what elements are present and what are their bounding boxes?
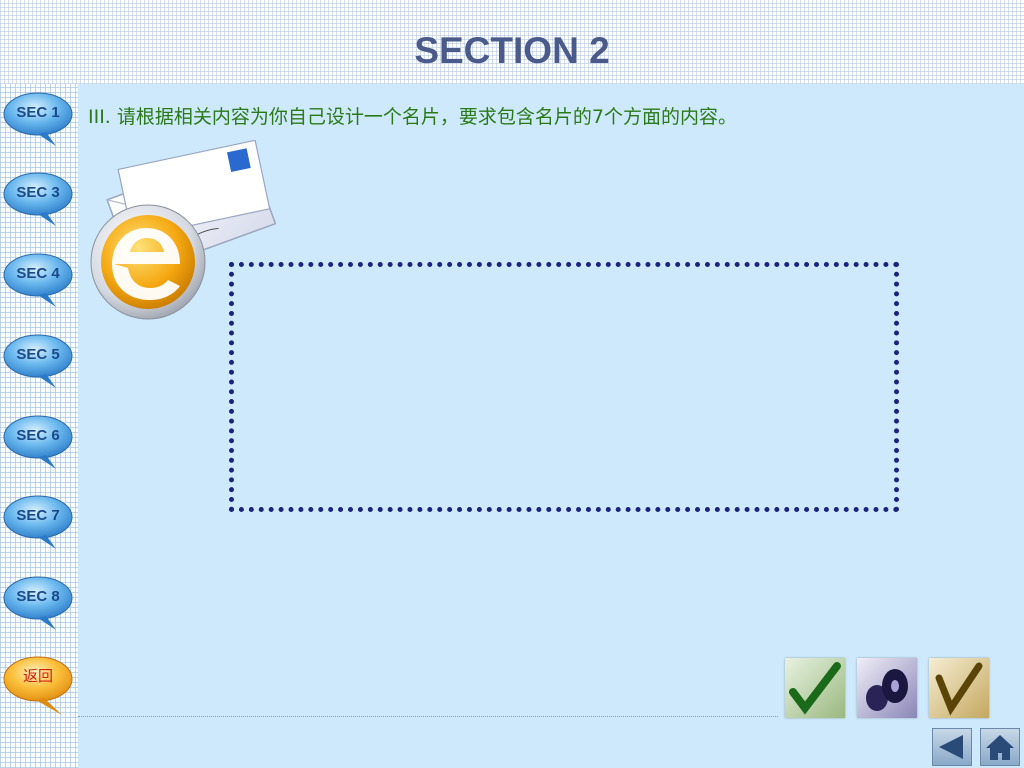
home-icon [986, 735, 1014, 760]
speech-bubble-icon [3, 172, 73, 226]
prev-button[interactable] [932, 728, 972, 766]
divider [78, 716, 778, 717]
business-card-area [229, 262, 899, 512]
home-button[interactable] [980, 728, 1020, 766]
purple-disc-icon[interactable] [857, 658, 917, 718]
triangle-left-icon [939, 735, 963, 759]
nav-sec-6-button[interactable]: SEC 6 [2, 413, 74, 475]
nav-sec-7-label: SEC 7 [16, 507, 60, 524]
speech-bubble-icon [3, 334, 73, 388]
nav-sec-4-button[interactable]: SEC 4 [2, 251, 74, 313]
speech-bubble-icon [3, 415, 73, 469]
nav-sec-8-label: SEC 8 [16, 588, 60, 605]
nav-sec-8-button[interactable]: SEC 8 [2, 574, 74, 636]
speech-bubble-icon [3, 495, 73, 549]
nav-sec-1-label: SEC 1 [16, 104, 60, 121]
nav-sec-5-label: SEC 5 [16, 346, 60, 363]
page-title: SECTION 2 [414, 30, 610, 71]
speech-bubble-icon [3, 253, 73, 307]
nav-sec-3-label: SEC 3 [16, 184, 60, 201]
back-button[interactable]: 返回 [2, 655, 74, 717]
speech-bubble-icon [3, 92, 73, 146]
nav-sec-1-button[interactable]: SEC 1 [2, 90, 74, 152]
green-check-icon[interactable] [785, 658, 845, 718]
envelope-e-icon [86, 139, 277, 334]
nav-sec-6-label: SEC 6 [16, 427, 60, 444]
gold-check-icon[interactable] [929, 658, 989, 718]
instruction-text: III. 请根据相关内容为你自己设计一个名片，要求包含名片的7个方面的内容。 [88, 106, 737, 128]
speech-bubble-icon [3, 656, 73, 715]
nav-sec-5-button[interactable]: SEC 5 [2, 332, 74, 394]
nav-sec-3-button[interactable]: SEC 3 [2, 170, 74, 232]
speech-bubble-icon [3, 576, 73, 630]
back-label: 返回 [22, 667, 53, 685]
nav-sec-7-button[interactable]: SEC 7 [2, 493, 74, 555]
nav-sec-4-label: SEC 4 [16, 265, 60, 282]
